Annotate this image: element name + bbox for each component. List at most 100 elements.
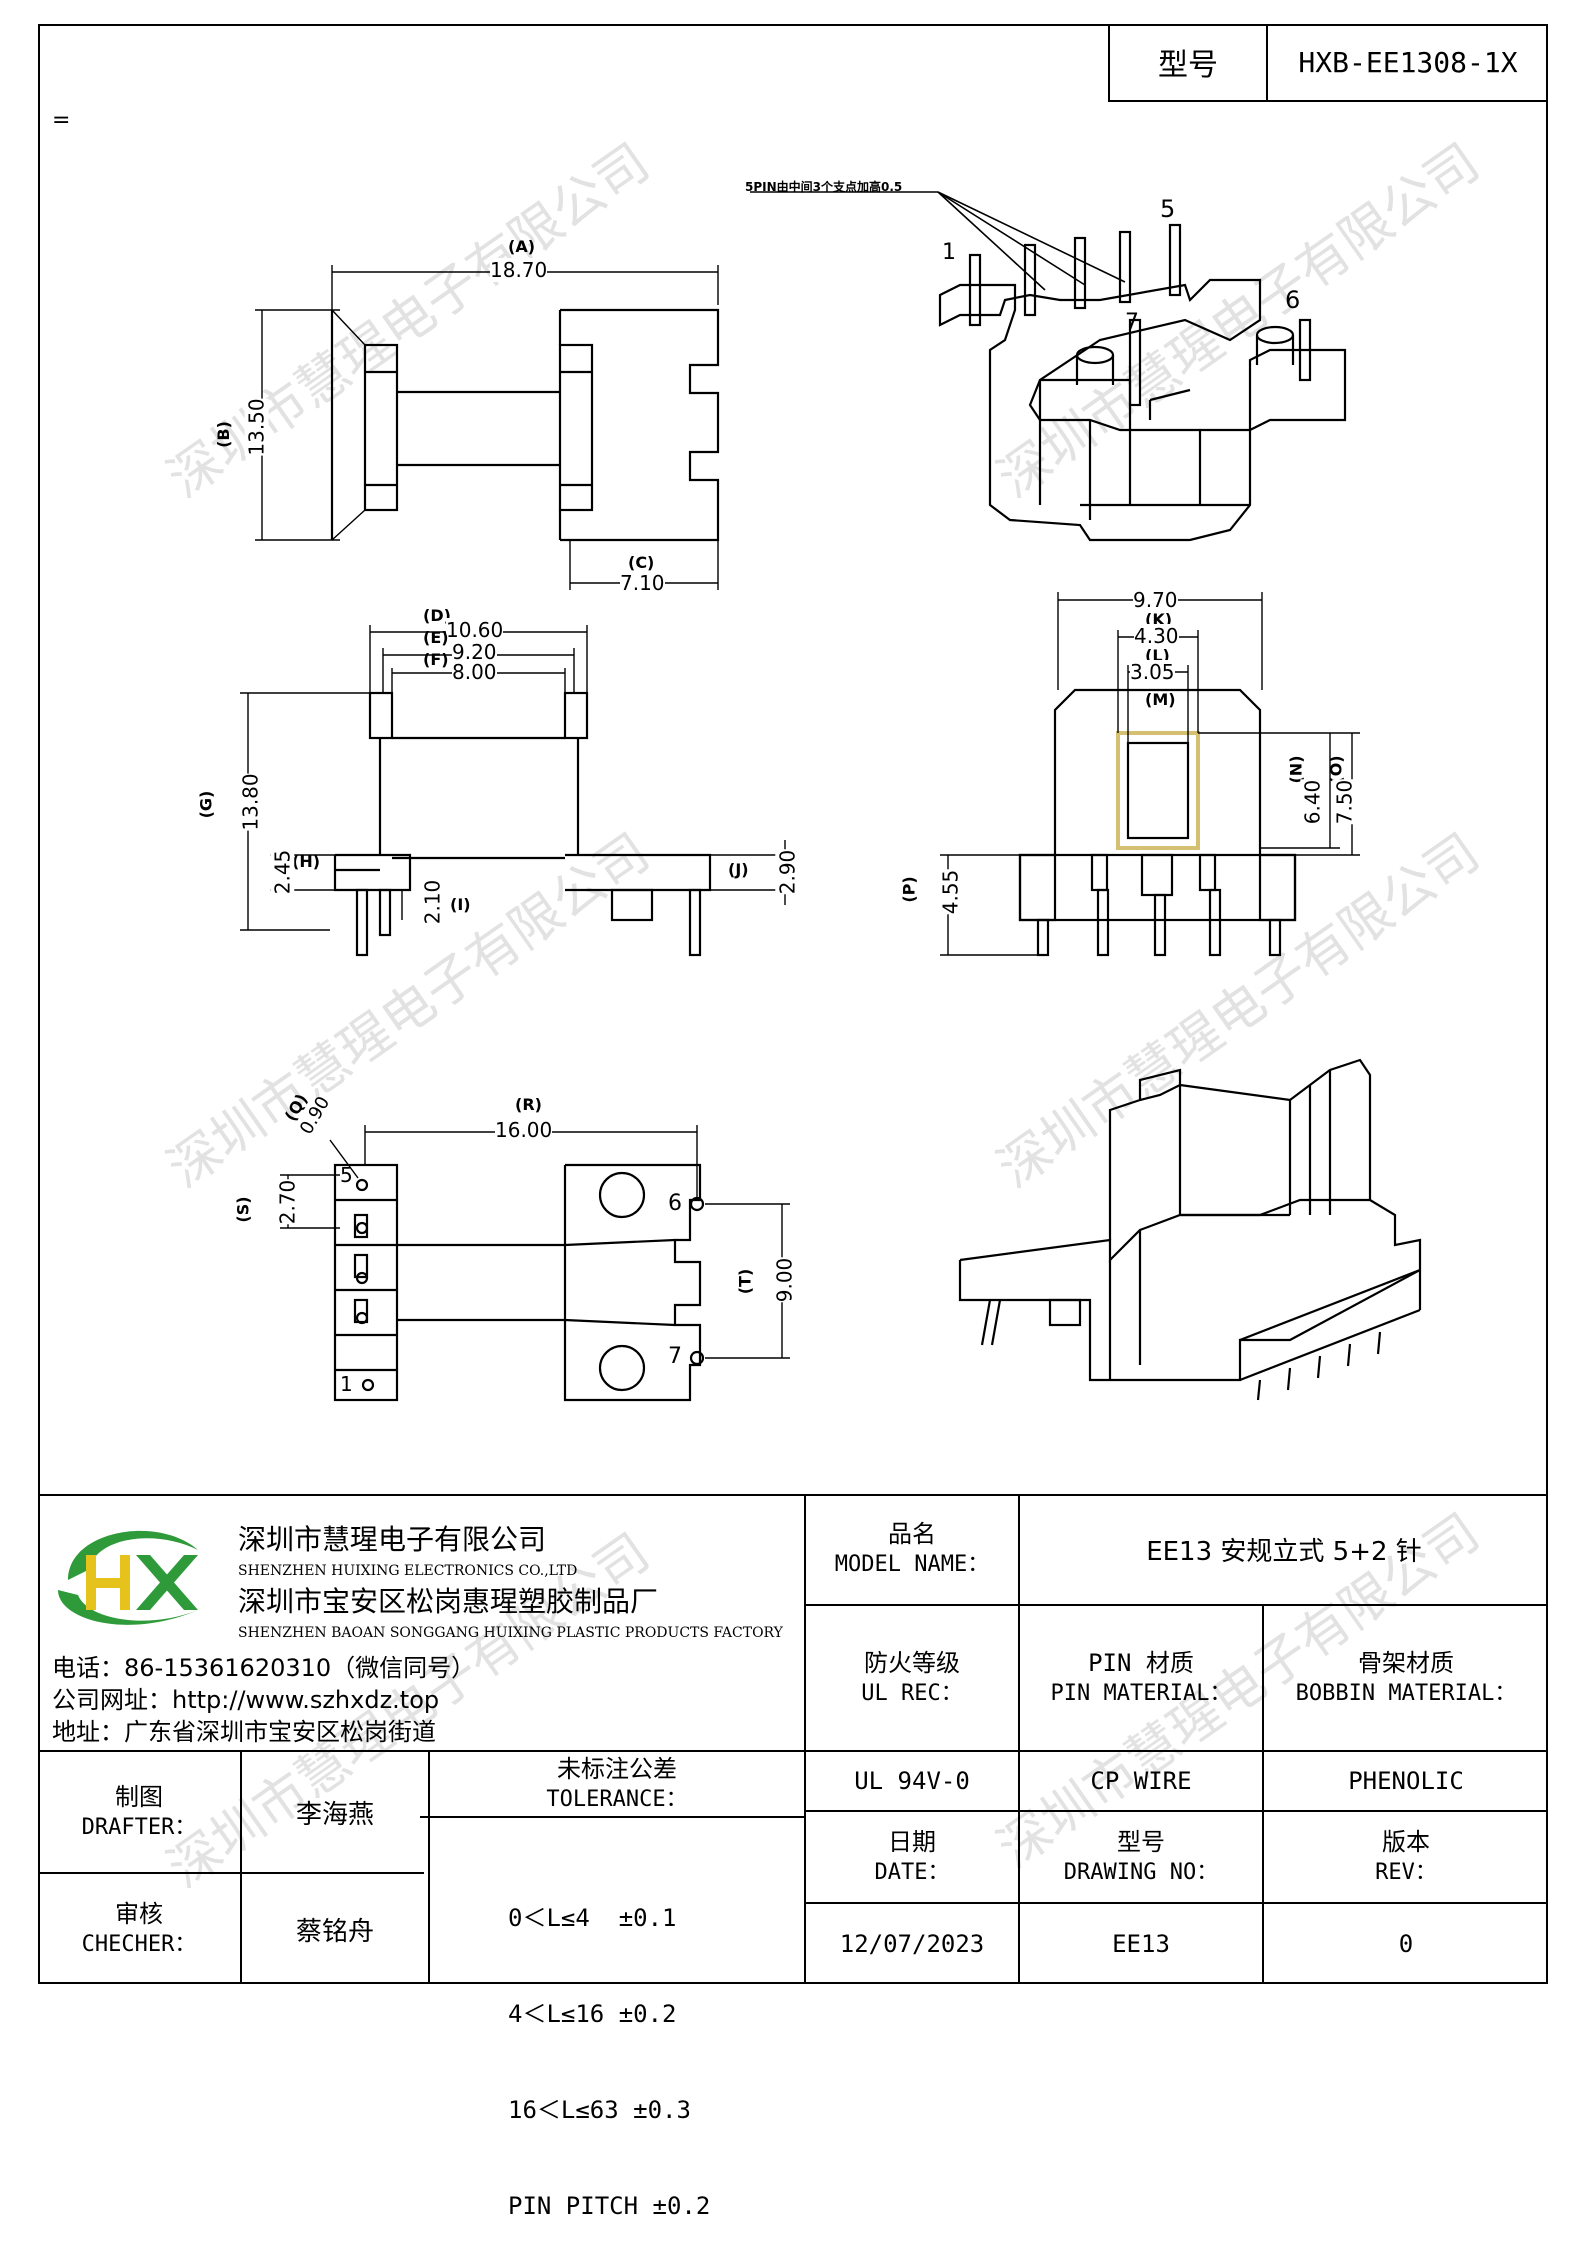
pin-6-label: 6 [1285,286,1301,314]
dim-s: 2.70 [275,1179,300,1225]
tolerance-header: 未标注公差 TOLERANCE： [430,1752,804,1816]
pin-5-label: 5 [1160,195,1176,223]
bottom-pin-6: 6 [668,1191,682,1216]
dim-p: 4.55 [938,869,963,915]
dim-h: 2.45 [270,849,295,895]
dim-b-label: (B) [213,421,233,448]
bottom-pin-7: 7 [668,1344,682,1369]
model-name-value: EE13 安规立式 5+2 针 [1146,1536,1422,1567]
pin-cn: PIN 材质 [1088,1649,1194,1677]
dim-r-label: (R) [515,1095,542,1114]
drafter-value: 李海燕 [295,1799,374,1830]
dim-c: 7.10 [620,571,665,595]
drafter-en: DRAFTER： [81,1815,197,1840]
dim-g: 13.80 [238,773,263,831]
rev-header: 版本 REV： [1264,1812,1548,1902]
callout-note: 5PIN由中间3个支点加高0.5 [745,180,903,194]
pin-7-label: 7 [1125,310,1139,335]
dim-f-label: (F) [423,650,449,669]
factory-cn: 深圳市宝安区松岗惠瑆塑胶制品厂 [238,1585,659,1618]
dim-j: 2.90 [775,849,800,895]
bottom-view [280,1125,790,1402]
drawing-frame [38,24,1548,1984]
date-en: DATE： [874,1860,950,1885]
top-view [255,265,720,590]
pin-1-label: 1 [942,240,956,265]
checker-en: CHECHER： [81,1932,197,1957]
fire-en: UL REC： [861,1681,963,1706]
tolerance-line: 4＜L≤16 ±0.2 [508,2000,677,2028]
dim-g-label: (G) [196,790,216,819]
dim-j-label: (J) [728,860,749,879]
dim-i-label: (I) [450,895,471,914]
model-box: 型号 HXB-EE1308-1X [1108,24,1548,102]
dim-f: 8.00 [452,660,497,684]
model-label: 型号 [1110,24,1268,100]
checker-cn: 审核 [115,1900,163,1928]
rev-value: 0 [1398,1930,1414,1958]
checker-header: 审核 CHECHER： [38,1874,240,1984]
iso-view-top [750,191,1347,542]
bottom-pin-1: 1 [340,1372,353,1396]
dim-i: 2.10 [420,879,445,925]
dim-p-label: (P) [899,876,919,903]
dim-top: 9.70 [1133,588,1178,612]
model-name-cn: 品名 [888,1520,936,1548]
iso-view-bottom [958,1058,1422,1401]
fire-value: UL 94V-0 [854,1767,970,1795]
tolerance-list: 0＜L≤4 ±0.1 4＜L≤16 ±0.2 16＜L≤63 ±0.3 PIN … [508,1838,710,2254]
dim-l: 3.05 [1130,660,1175,684]
model-value: HXB-EE1308-1X [1298,45,1518,79]
checker-value: 蔡铭舟 [295,1916,374,1947]
bottom-pin-5: 5 [340,1163,353,1187]
dim-o: 7.50 [1332,779,1357,825]
dim-b: 13.50 [244,398,269,456]
tolerance-line: PIN PITCH ±0.2 [508,2192,711,2220]
dim-t-label: (T) [735,1268,755,1295]
bobbin-value: PHENOLIC [1348,1767,1464,1795]
company-en: SHENZHEN HUIXING ELECTRONICS CO.,LTD [238,1563,578,1579]
tolerance-line: 16＜L≤63 ±0.3 [508,2096,691,2124]
date-header: 日期 DATE： [806,1812,1018,1902]
date-value: 12/07/2023 [839,1930,985,1958]
drawing-no-cn: 型号 [1117,1828,1165,1856]
rev-en: REV： [1375,1860,1437,1885]
pin-material-header: PIN 材质 PIN MATERIAL： [1020,1606,1262,1750]
pin-value: CP WIRE [1090,1767,1192,1795]
front-view [240,625,795,957]
bobbin-material-header: 骨架材质 BOBBIN MATERIAL： [1264,1606,1548,1750]
dim-a: 18.70 [490,258,548,282]
bobbin-en: BOBBIN MATERIAL： [1295,1681,1517,1706]
drafter-cn: 制图 [115,1783,163,1811]
drawing-no-en: DRAWING NO： [1063,1860,1219,1885]
pin-en: PIN MATERIAL： [1050,1681,1232,1706]
fire-cn: 防火等级 [864,1649,960,1677]
dim-m-label: (M) [1145,690,1176,709]
model-name-en: MODEL NAME： [834,1552,990,1577]
address: 地址：广东省深圳市宝安区松岗街道 [52,1718,436,1746]
factory-en: SHENZHEN BAOAN SONGGANG HUIXING PLASTIC … [238,1625,783,1641]
phone: 电话：86-15361620310（微信同号） [52,1654,476,1682]
dim-d: 10.60 [446,618,504,642]
dim-k: 4.30 [1134,624,1179,648]
dim-r: 16.00 [495,1118,553,1142]
dim-h-label: (H) [292,852,321,871]
date-cn: 日期 [888,1828,936,1856]
technical-drawing [240,191,1422,1402]
dim-d-label: (D) [423,606,451,625]
dim-t: 9.00 [772,1257,797,1303]
tolerance-line: 0＜L≤4 ±0.1 [508,1904,677,1932]
dim-s-label: (S) [233,1196,253,1223]
model-name-header: 品名 MODEL NAME： [806,1494,1018,1604]
drawing-no-value: EE13 [1112,1930,1170,1958]
stray-mark: = [52,108,71,133]
dim-c-label: (C) [628,553,655,572]
fire-rating-header: 防火等级 UL REC： [806,1606,1018,1750]
tolerance-en: TOLERANCE： [546,1787,688,1812]
rev-cn: 版本 [1382,1828,1430,1856]
drafter-header: 制图 DRAFTER： [38,1752,240,1872]
bobbin-cn: 骨架材质 [1358,1649,1454,1677]
dim-a-label: (A) [508,237,536,256]
company-logo [48,1510,216,1640]
company-cn: 深圳市慧瑆电子有限公司 [238,1523,547,1556]
